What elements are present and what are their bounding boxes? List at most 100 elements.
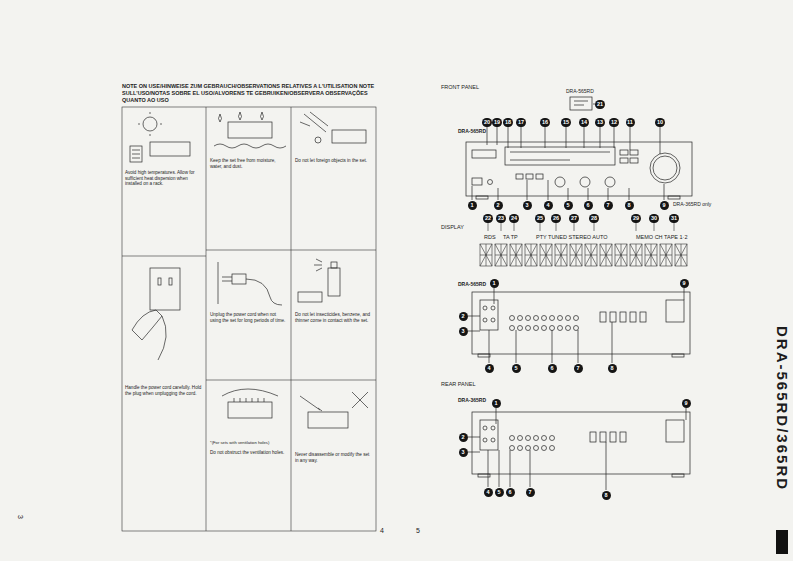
callout-number: 1	[468, 201, 477, 210]
segment-character	[480, 244, 492, 266]
segment-character	[630, 244, 642, 266]
rear-panel-drawing	[542, 316, 547, 321]
front-panel-drawing	[630, 158, 638, 163]
display-segments	[488, 223, 674, 231]
rear-panel-drawing	[526, 436, 531, 441]
segment-character	[585, 244, 597, 266]
callout-number: 7	[574, 364, 583, 373]
segment-character	[525, 244, 537, 266]
callout-number: 20	[482, 118, 491, 127]
rear-panel-drawing	[610, 312, 616, 322]
callout-number: 4	[485, 364, 494, 373]
rear-panel-drawing	[534, 436, 539, 441]
callout-number: 29	[631, 214, 640, 223]
warning-sketch	[300, 112, 328, 132]
warning-sketch	[300, 396, 322, 411]
rear-panel-drawing	[483, 426, 487, 430]
rear-panel-drawing	[574, 326, 579, 331]
warning-sketch	[130, 146, 142, 162]
callout-number: 2	[459, 433, 468, 442]
callout-number: 15	[561, 118, 570, 127]
rear-panel-drawing	[600, 312, 606, 322]
segment-character	[630, 244, 642, 266]
rear-panel-drawing	[510, 326, 515, 331]
rear-panel-drawing	[600, 432, 606, 442]
segment-character	[510, 244, 522, 266]
front-panel-drawing	[466, 142, 692, 196]
front-panel-drawing	[668, 196, 680, 199]
segment-character	[480, 244, 492, 266]
front-panel-drawing	[487, 127, 660, 154]
callout-number: 2	[494, 201, 503, 210]
front-panel-drawing	[620, 158, 628, 163]
callout-number: 1	[490, 279, 499, 288]
warning-sketch	[169, 278, 172, 285]
page-number: 4	[380, 527, 384, 535]
warning-sketch	[314, 259, 322, 271]
warning-sketch	[308, 412, 348, 428]
callout-number: 7	[526, 488, 535, 497]
callout-number: 11	[626, 118, 635, 127]
callout-number: 8	[602, 491, 611, 500]
display-indicator: RDS	[484, 234, 496, 240]
rear-panel-drawing	[672, 354, 684, 357]
segment-character	[615, 244, 627, 266]
callout-number: 6	[584, 201, 593, 210]
model-name: DRA-365RD	[458, 398, 486, 404]
rear-panel-drawing	[478, 354, 490, 357]
rear-panel-drawing	[534, 316, 539, 321]
segment-character	[615, 244, 627, 266]
warning-grid	[206, 250, 376, 251]
callout-number: 24	[509, 214, 518, 223]
warning-text: Do not let foreign objects in the set.	[295, 158, 373, 164]
rear-panel-drawing	[468, 408, 686, 490]
warning-text: Do not let insecticides, benzene, and th…	[295, 312, 373, 323]
callout-number: 27	[569, 214, 578, 223]
segment-character	[480, 244, 687, 266]
callout-number: 16	[540, 118, 549, 127]
model-name: DRA-565RD	[458, 129, 486, 135]
section-heading: DISPLAY	[441, 224, 464, 230]
callout-number: 10	[655, 118, 664, 127]
rear-panel-drawing	[518, 326, 523, 331]
rear-panel-drawing	[542, 436, 547, 441]
segment-character	[525, 244, 537, 266]
callout-number: 5	[495, 488, 504, 497]
warning-sketch	[132, 310, 162, 340]
front-panel-drawing	[510, 152, 610, 160]
warning-text: Unplug the power cord when not using the…	[210, 312, 288, 323]
warning-grid	[122, 107, 376, 531]
model-note: DRA-365RD only	[673, 202, 711, 208]
segment-character	[540, 244, 552, 266]
segment-character	[555, 244, 567, 266]
warning-text: Avoid high temperatures. Allow for suffi…	[125, 170, 203, 187]
callout-number: 13	[595, 118, 604, 127]
section-heading: FRONT PANEL	[441, 84, 479, 90]
callout-number: 31	[669, 214, 678, 223]
callout-number: 6	[506, 488, 515, 497]
rear-panel-drawing	[640, 312, 646, 322]
front-panel-drawing	[516, 174, 523, 179]
rear-panel-drawing	[518, 446, 523, 451]
rear-panel-drawing	[472, 292, 690, 354]
callout-number: 5	[564, 201, 573, 210]
callout-number: 9	[682, 399, 691, 408]
rear-panel-drawing	[620, 432, 626, 442]
front-panel-drawing	[472, 178, 482, 185]
segment-character	[495, 244, 507, 266]
front-panel-drawing	[472, 150, 496, 158]
segment-character	[660, 244, 672, 266]
segment-character	[645, 244, 657, 266]
warning-sketch	[222, 389, 278, 396]
front-panel-drawing	[574, 101, 588, 105]
section-heading: REAR PANEL	[441, 381, 475, 387]
warning-sketch	[138, 124, 140, 125]
callout-number: 3	[459, 448, 468, 457]
warning-sketch	[150, 112, 151, 114]
front-panel-drawing	[472, 180, 664, 200]
rear-panel-drawing	[590, 432, 596, 442]
warning-sketch	[315, 137, 321, 143]
rear-panel-drawing	[491, 318, 495, 322]
callout-number: 25	[535, 214, 544, 223]
